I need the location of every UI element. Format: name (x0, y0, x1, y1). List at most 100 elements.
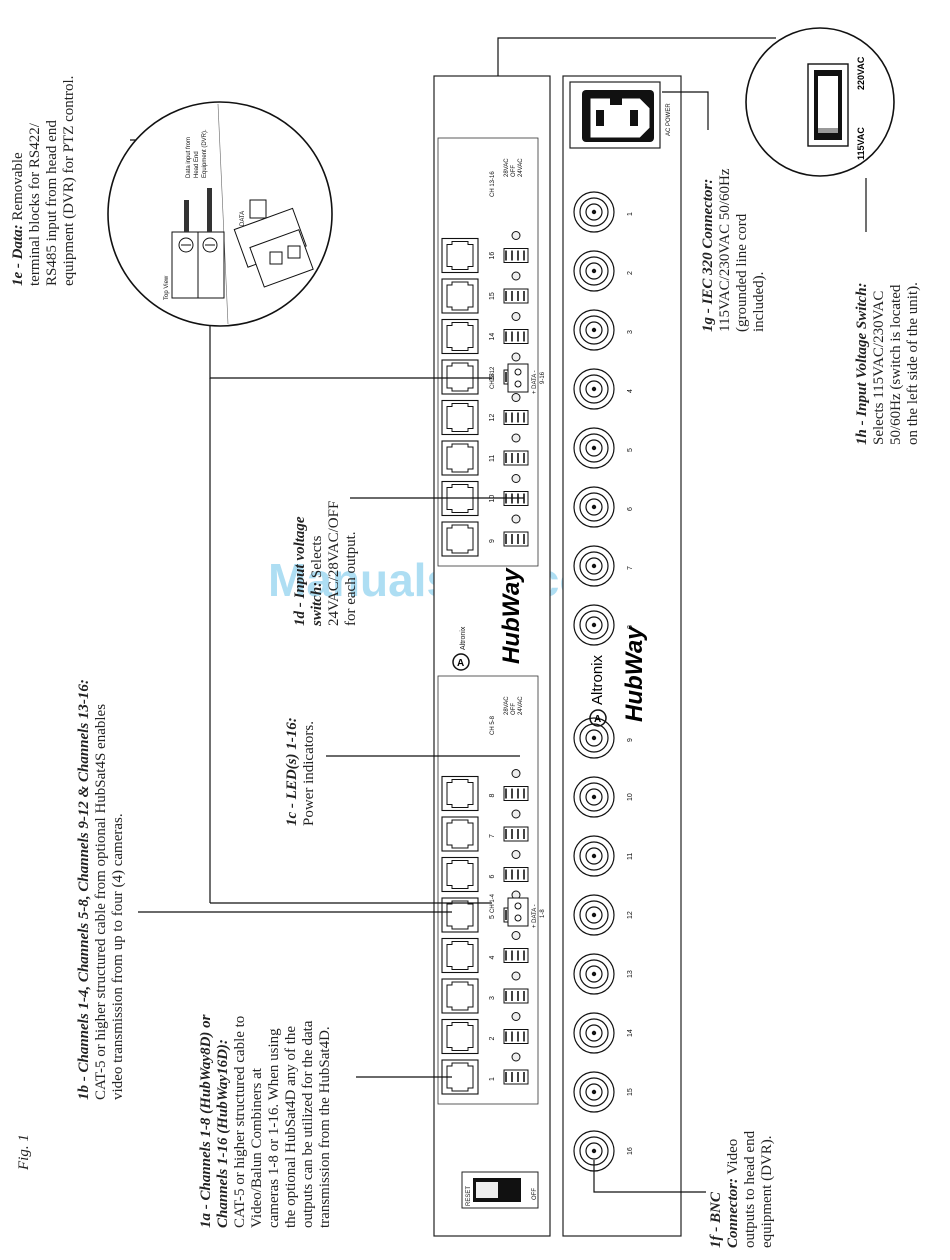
rj45-port[interactable] (441, 237, 479, 274)
svg-text:A: A (594, 714, 601, 725)
heading-text: 1g - IEC 320 Connector: (700, 179, 716, 332)
channel-number: 16 (489, 252, 496, 260)
rj45-port[interactable] (441, 440, 479, 476)
bnc-number: 16 (627, 1147, 634, 1155)
data-terminal[interactable] (507, 363, 529, 393)
callout-line: on the left side of the unit). (905, 282, 921, 445)
channel-number: 3 (489, 996, 496, 1000)
bnc-number: 12 (627, 911, 634, 919)
channel-number: 15 (489, 292, 496, 300)
voltage-select-switch[interactable] (503, 410, 529, 425)
voltage-select-switch[interactable] (503, 1069, 529, 1085)
bnc-number: 14 (627, 1029, 634, 1037)
callout-heading-2: Channels 1-16 (HubWay16D): (215, 1039, 231, 1228)
callout-c1b: 1b - Channels 1-4, Channels 5-8, Channel… (76, 679, 126, 1100)
power-led (511, 514, 521, 524)
rj45-port[interactable] (441, 1018, 479, 1055)
rj45-port[interactable] (441, 521, 479, 557)
bnc-connector[interactable] (573, 717, 615, 759)
heading-text: switch: (309, 582, 325, 627)
group-label: CH 13-16 (490, 171, 496, 197)
callout-heading: 1e - Data: Removable (10, 152, 26, 286)
bnc-connector[interactable] (573, 1071, 615, 1113)
rj45-port[interactable] (441, 978, 479, 1014)
rj45-port[interactable] (441, 775, 479, 812)
bnc-connector[interactable] (573, 835, 615, 877)
bnc-number: 2 (627, 271, 634, 275)
bnc-number: 11 (627, 853, 634, 860)
rj45-port[interactable] (441, 359, 479, 395)
reset-switch[interactable]: RESET OFF (461, 1171, 539, 1209)
bnc-connector[interactable] (573, 1012, 615, 1054)
svg-text:A: A (457, 658, 464, 669)
data-label: DATA (240, 211, 246, 226)
rj45-port[interactable] (441, 937, 479, 974)
callout-line: outputs can be utilized for the data (300, 1020, 316, 1228)
front-brand: Altronix (460, 626, 467, 650)
rj45-port[interactable] (441, 897, 479, 933)
heading-text: Channels 1-16 (HubWay16D): (215, 1039, 231, 1228)
power-led (511, 312, 521, 321)
voltage-select-switch[interactable] (503, 826, 529, 842)
callout-c1c: 1c - LED(s) 1-16:Power indicators. (284, 717, 317, 826)
data-label: 9-16 (540, 371, 546, 384)
voltage-select-switch[interactable] (503, 450, 529, 466)
power-led (511, 352, 521, 362)
bnc-connector[interactable] (573, 191, 615, 233)
voltage-select-switch[interactable] (503, 248, 529, 263)
callout-heading: 1b - Channels 1-4, Channels 5-8, Channel… (76, 679, 92, 1100)
label-220vac: 220VAC (856, 56, 866, 90)
callout-line: video transmission from up to four (4) c… (110, 813, 126, 1100)
bnc-connector[interactable] (573, 427, 615, 469)
power-led (511, 474, 521, 483)
callout-heading: 1f - BNC (708, 1191, 724, 1248)
power-led (511, 971, 521, 981)
callout-line: Power indicators. (301, 721, 317, 826)
bnc-connector[interactable] (573, 309, 615, 351)
voltage-select-switch[interactable] (503, 988, 529, 1004)
heading-rest: Selects (309, 535, 325, 581)
bnc-connector[interactable] (573, 776, 615, 818)
voltage-select-switch[interactable] (503, 786, 529, 801)
rj45-port[interactable] (441, 399, 479, 436)
rj45-port[interactable] (441, 816, 479, 852)
label-115vac: 115VAC (856, 127, 866, 160)
voltage-select-switch[interactable] (503, 531, 529, 547)
rj45-port[interactable] (441, 278, 479, 314)
callout-line: equipment (DVR). (759, 1136, 775, 1248)
bnc-connector[interactable] (573, 894, 615, 936)
bnc-connector[interactable] (573, 545, 615, 587)
port-block-1-8 (437, 675, 539, 1105)
group-label: CH 1-4 (490, 893, 496, 913)
heading-text: 1a - Channels 1-8 (HubWay8D) or (198, 1014, 214, 1228)
front-product: HubWay (498, 567, 525, 664)
rj45-port[interactable] (441, 1059, 479, 1095)
group-label: CH 5-8 (490, 715, 496, 735)
power-led (511, 769, 521, 778)
heading-text: 1d - Input voltage (292, 516, 308, 626)
callout-heading-2: switch: Selects (309, 535, 325, 627)
bnc-number: 13 (627, 970, 634, 978)
bnc-connector[interactable] (573, 604, 615, 646)
voltage-select-switch[interactable] (503, 948, 529, 963)
heading-rest: Video (725, 1139, 741, 1178)
callout-line: outputs to head end (742, 1130, 758, 1248)
voltage-select-switch[interactable] (503, 329, 529, 344)
callout-line: Selects 115VAC/230VAC (871, 291, 887, 445)
voltage-select-switch[interactable] (503, 288, 529, 304)
power-led (511, 1012, 521, 1021)
callout-heading-2: Connector: Video (725, 1139, 741, 1248)
bnc-connector[interactable] (573, 486, 615, 528)
rj45-port[interactable] (441, 856, 479, 893)
bnc-connector[interactable] (573, 368, 615, 410)
bnc-connector[interactable] (573, 250, 615, 292)
callout-line: included). (751, 272, 767, 332)
heading-rest: Removable (10, 152, 26, 224)
voltage-select-switch[interactable] (503, 1029, 529, 1044)
voltage-select-switch[interactable] (503, 867, 529, 882)
bnc-connector[interactable] (573, 953, 615, 995)
rj45-port[interactable] (441, 318, 479, 355)
callout-c1h: 1h - Input Voltage Switch:Selects 115VAC… (854, 282, 921, 445)
detail-voltage-switch: 115VAC 220VAC (745, 27, 895, 177)
data-terminal[interactable] (507, 897, 529, 927)
